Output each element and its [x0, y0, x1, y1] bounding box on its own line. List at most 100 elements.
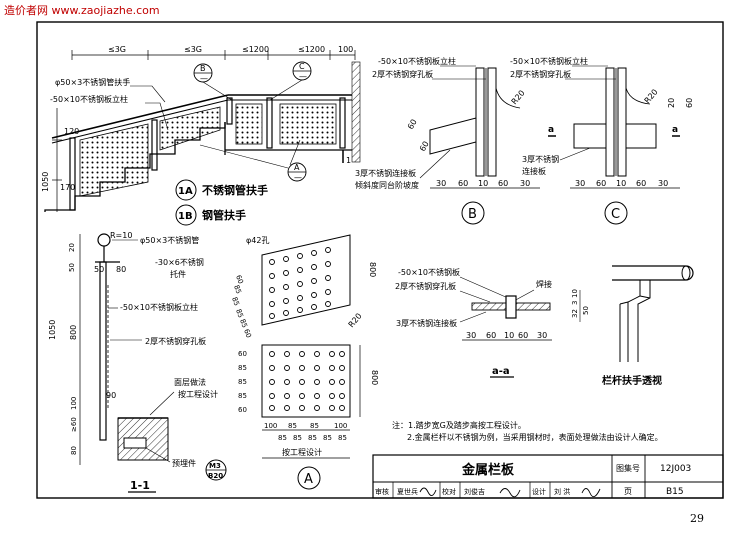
- svg-text:85: 85: [293, 434, 302, 442]
- a-dims-left-flat: 60 85 85 85 60: [238, 350, 247, 414]
- tb-atlas-value: 12J003: [660, 464, 691, 474]
- tb-check-name: 刘俊吉: [464, 487, 485, 496]
- s1-label-bracket2: 托件: [170, 269, 186, 279]
- persp-dim-32: 32: [571, 309, 579, 318]
- section-a-a: -50×10不锈钢板 2厚不锈钢穿孔板 焊接 3厚不锈钢连接板 30 60 10…: [395, 267, 552, 378]
- c-dim-bot-2: 60: [596, 179, 606, 188]
- a-dim-800-diag: 800: [368, 262, 377, 277]
- b-dim-bot-2: 60: [458, 179, 468, 188]
- aa-dim-2: 60: [486, 331, 496, 340]
- elev-dim-1050: 1050: [41, 172, 50, 192]
- page-number: 29: [690, 512, 704, 525]
- c-cut-a1: a: [548, 125, 554, 135]
- svg-text:85: 85: [232, 284, 243, 295]
- c-dim-bot-5: 30: [658, 179, 668, 188]
- persp-dim-10: 10: [571, 289, 579, 298]
- elev-section-mark: 1: [346, 156, 351, 165]
- signature-check: [499, 488, 521, 498]
- detail-c: -50×10不锈钢板立柱 2厚不锈钢穿孔板 R20 20 60 a a 3厚不锈…: [510, 56, 694, 225]
- elev-dim-4: ≤1200: [298, 45, 325, 54]
- b-label-conn1: 3厚不锈钢连接板: [355, 168, 416, 178]
- s1-embed-bot: B20: [208, 472, 223, 480]
- detail-a: φ42孔 800 R20 60 85 85 85 85 60: [230, 234, 379, 490]
- aa-dim-5: 30: [537, 331, 547, 340]
- elev-dim-170: 170: [60, 183, 75, 192]
- s1-label-floor1: 面层做法: [174, 377, 206, 387]
- tb-review-name: 夏世兵: [397, 487, 418, 496]
- svg-text:85: 85: [238, 318, 249, 329]
- b-dim-bot-1: 30: [436, 179, 446, 188]
- svg-text:85: 85: [238, 392, 247, 400]
- svg-text:85: 85: [308, 434, 317, 442]
- legend-1a-num: 1A: [178, 186, 193, 197]
- svg-text:85: 85: [238, 378, 247, 386]
- svg-text:100: 100: [264, 422, 277, 430]
- svg-text:60: 60: [238, 350, 247, 358]
- b-label-post: -50×10不锈钢板立柱: [378, 56, 456, 66]
- s1-dim-80b: 80: [116, 265, 126, 274]
- c-cut-a2: a: [672, 125, 678, 135]
- tb-page-label: 页: [624, 487, 632, 496]
- aa-label-weld: 焊接: [536, 279, 552, 289]
- signature-review: [419, 487, 437, 496]
- b-dim-bot-5: 30: [520, 179, 530, 188]
- s1-label-plate: 2厚不锈钢穿孔板: [145, 336, 206, 346]
- s1-dim-90: 90: [106, 391, 116, 400]
- tb-page-value: B15: [666, 487, 684, 497]
- svg-text:60: 60: [238, 406, 247, 414]
- s1-dim-50: 50: [68, 263, 76, 272]
- svg-text:85: 85: [323, 434, 332, 442]
- a-label-hole: φ42孔: [246, 236, 269, 245]
- c-label-conn1: 3厚不锈钢: [522, 154, 559, 164]
- a-title: A: [304, 472, 313, 487]
- svg-text:85: 85: [310, 422, 319, 430]
- legend-1b-text: 钢管扶手: [202, 208, 246, 222]
- aa-label-plate: 2厚不锈钢穿孔板: [395, 281, 456, 291]
- aa-dim-1: 30: [466, 331, 476, 340]
- handrail-perspective: 32 3 10 50 栏杆扶手透视: [571, 265, 694, 387]
- tb-check-label: 校对: [442, 487, 456, 496]
- s1-label-bracket1: -30×6不锈钢: [155, 257, 204, 267]
- c-dim-60: 60: [685, 98, 694, 108]
- note-line-2: 2.金属栏杆以不锈钢为例，当采用钢材时，表面处理做法由设计人确定。: [407, 432, 663, 442]
- c-dim-bot-1: 30: [575, 179, 585, 188]
- svg-text:85: 85: [278, 434, 287, 442]
- s1-embed-top: M3: [209, 462, 221, 470]
- section-1-1: R=10 φ50×3不锈钢管 20 50 1050 800 100 ≥60 80…: [48, 231, 227, 493]
- s1-label-floor2: 按工程设计: [178, 389, 218, 399]
- svg-text:60: 60: [234, 274, 245, 285]
- a-dims-left-skew: 60 85 85 85 85 60: [230, 274, 253, 339]
- elev-callout-b: B: [200, 64, 206, 73]
- persp-title: 栏杆扶手透视: [602, 374, 662, 387]
- s1-label-embed: 预埋件: [172, 458, 196, 468]
- elev-callout-c: C: [299, 62, 305, 71]
- elev-dim-2: ≤3G: [184, 45, 202, 54]
- b-dim-bot-4: 60: [498, 179, 508, 188]
- signature-design: [581, 488, 601, 498]
- legend-1a-text: 不锈钢管扶手: [202, 183, 268, 197]
- elev-callout-a: A: [294, 163, 300, 172]
- s1-label-handrail: φ50×3不锈钢管: [140, 235, 199, 245]
- elev-dim-1: ≤3G: [108, 45, 126, 54]
- c-dim-20: 20: [667, 98, 676, 108]
- aa-title: a-a: [492, 366, 510, 377]
- persp-dim-50: 50: [582, 306, 590, 315]
- svg-text:85: 85: [338, 434, 347, 442]
- s1-dim-1050: 1050: [48, 320, 57, 340]
- a-dim-800: 800: [370, 370, 379, 385]
- a-dims-bottom-top: 100 85 85 100: [264, 422, 347, 430]
- svg-text:85: 85: [234, 308, 245, 319]
- s1-dim-800: 800: [69, 325, 78, 340]
- b-dim-60a: 60: [406, 118, 419, 131]
- tb-atlas-label: 图集号: [616, 463, 640, 473]
- s1-dim-ge60: ≥60: [70, 417, 78, 432]
- tb-review-label: 审核: [375, 487, 389, 496]
- s1-label-post: -50×10不锈钢板立柱: [120, 302, 198, 312]
- tb-title: 金属栏板: [461, 462, 515, 478]
- svg-text:85: 85: [230, 296, 241, 307]
- s1-radius: R=10: [110, 231, 132, 240]
- legend-1b-num: 1B: [178, 211, 193, 222]
- s1-dim-50b: 50: [94, 265, 104, 274]
- site-watermark: 造价者网 www.zaojiazhe.com: [4, 4, 160, 17]
